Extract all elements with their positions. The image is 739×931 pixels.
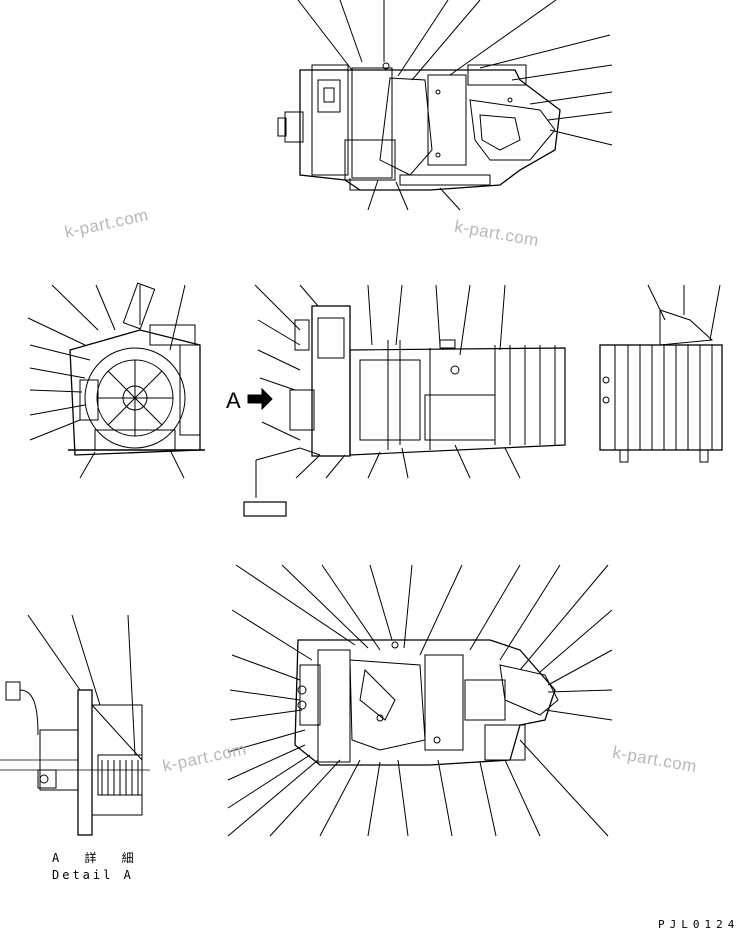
detail-a-blower [0,614,150,836]
detail-caption-jp: A 詳 細 [52,851,143,865]
side-view-left [27,282,205,479]
side-view-right [599,284,723,463]
bottom-view-assembly [227,564,613,837]
detail-caption-en: Detail A [52,868,134,882]
front-view-assembly [243,284,566,517]
top-view-assembly [277,0,613,211]
drawing-code: PJL0124 [658,918,739,931]
view-arrow-label: A [226,388,241,413]
